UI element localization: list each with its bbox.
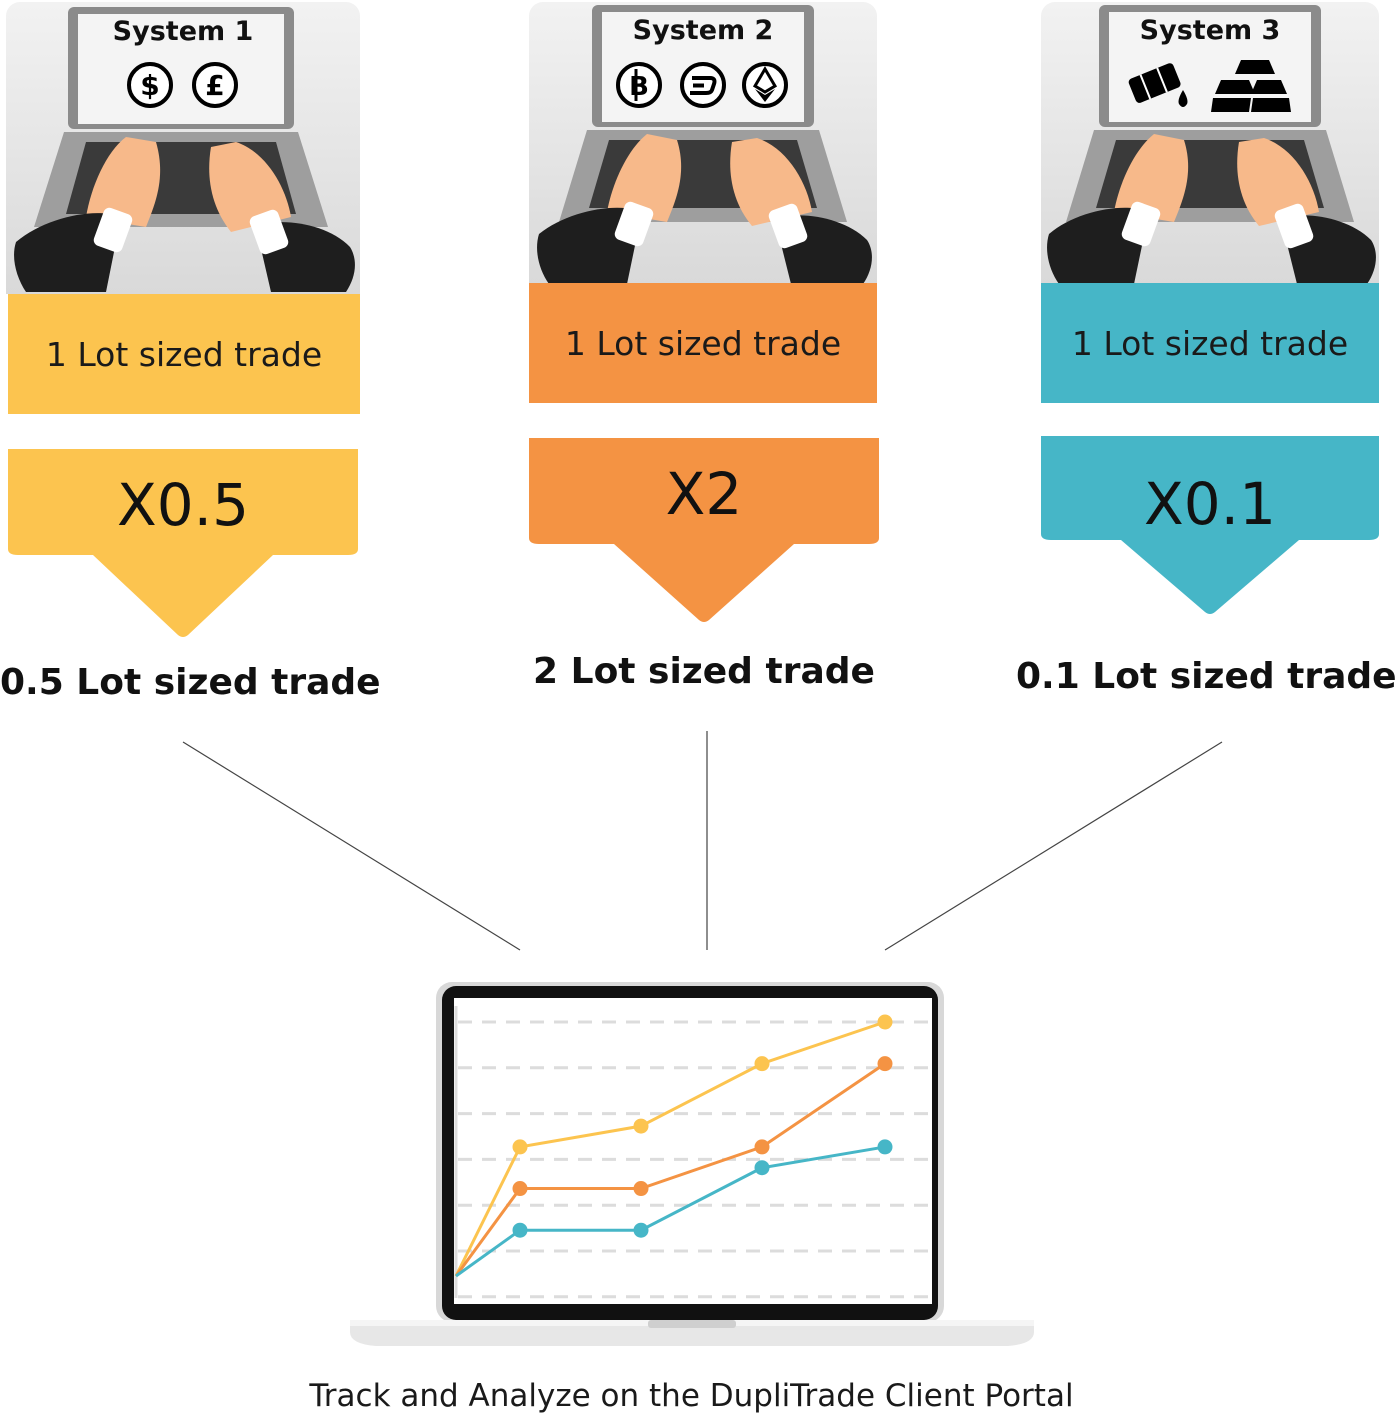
caption: Track and Analyze on the DupliTrade Clie… [309,1378,1074,1414]
system-2-title: System 2 [632,15,774,46]
oil-barrel-icon [1125,54,1195,114]
gold-bars-icon [1211,58,1291,114]
chart-point [877,1056,893,1072]
system-3-laptop-card: System 3 [1041,2,1379,284]
system-2-multiplier: X2 [665,460,743,528]
system-3-input-label: 1 Lot sized trade [1041,283,1379,403]
chart-point [512,1181,528,1197]
system-3-result-label: 0.1 Lot sized trade [1016,656,1397,697]
chart-point [754,1160,770,1176]
system-1-result-label: 0.5 Lot sized trade [0,662,381,703]
chart-point [633,1222,649,1238]
chart-point [877,1014,893,1030]
chart-point [512,1139,528,1155]
system-3-title: System 3 [1139,15,1281,46]
chart-point [633,1118,649,1134]
system-2-multiplier-arrow: X2 [529,438,879,624]
chart-point [754,1139,770,1155]
chart-point [754,1056,770,1072]
connector-line-system-3 [884,741,1223,951]
chart-series-line-3 [455,1145,886,1278]
system-1-multiplier-arrow: X0.5 [8,449,358,637]
svg-text:$: $ [140,69,159,102]
system-2-input-label: 1 Lot sized trade [529,283,877,403]
dash-icon [678,60,728,110]
system-1-title: System 1 [112,16,254,47]
chart-point [512,1222,528,1238]
system-1-multiplier: X0.5 [117,471,249,539]
portal-chart [454,1006,928,1299]
system-3-multiplier-arrow: X0.1 [1041,436,1379,616]
svg-text:£: £ [205,69,224,102]
system-1-input-label: 1 Lot sized trade [8,294,360,414]
system-2-result-label: 2 Lot sized trade [533,651,875,692]
chart-point [877,1139,893,1155]
svg-text:B: B [629,72,649,102]
dollar-icon: $ [125,60,175,110]
system-3-multiplier: X0.1 [1144,470,1276,538]
system-1-laptop-card: System 1 $ £ [6,2,360,294]
bitcoin-icon: B [614,60,664,110]
chart-series-line-2 [454,1062,886,1277]
connector-line-system-1 [182,741,521,951]
system-2-laptop-card: System 2 B [529,2,877,284]
chart-point [633,1181,649,1197]
ethereum-icon [740,60,790,110]
pound-icon: £ [190,60,240,110]
portal-laptop [348,980,1036,1352]
